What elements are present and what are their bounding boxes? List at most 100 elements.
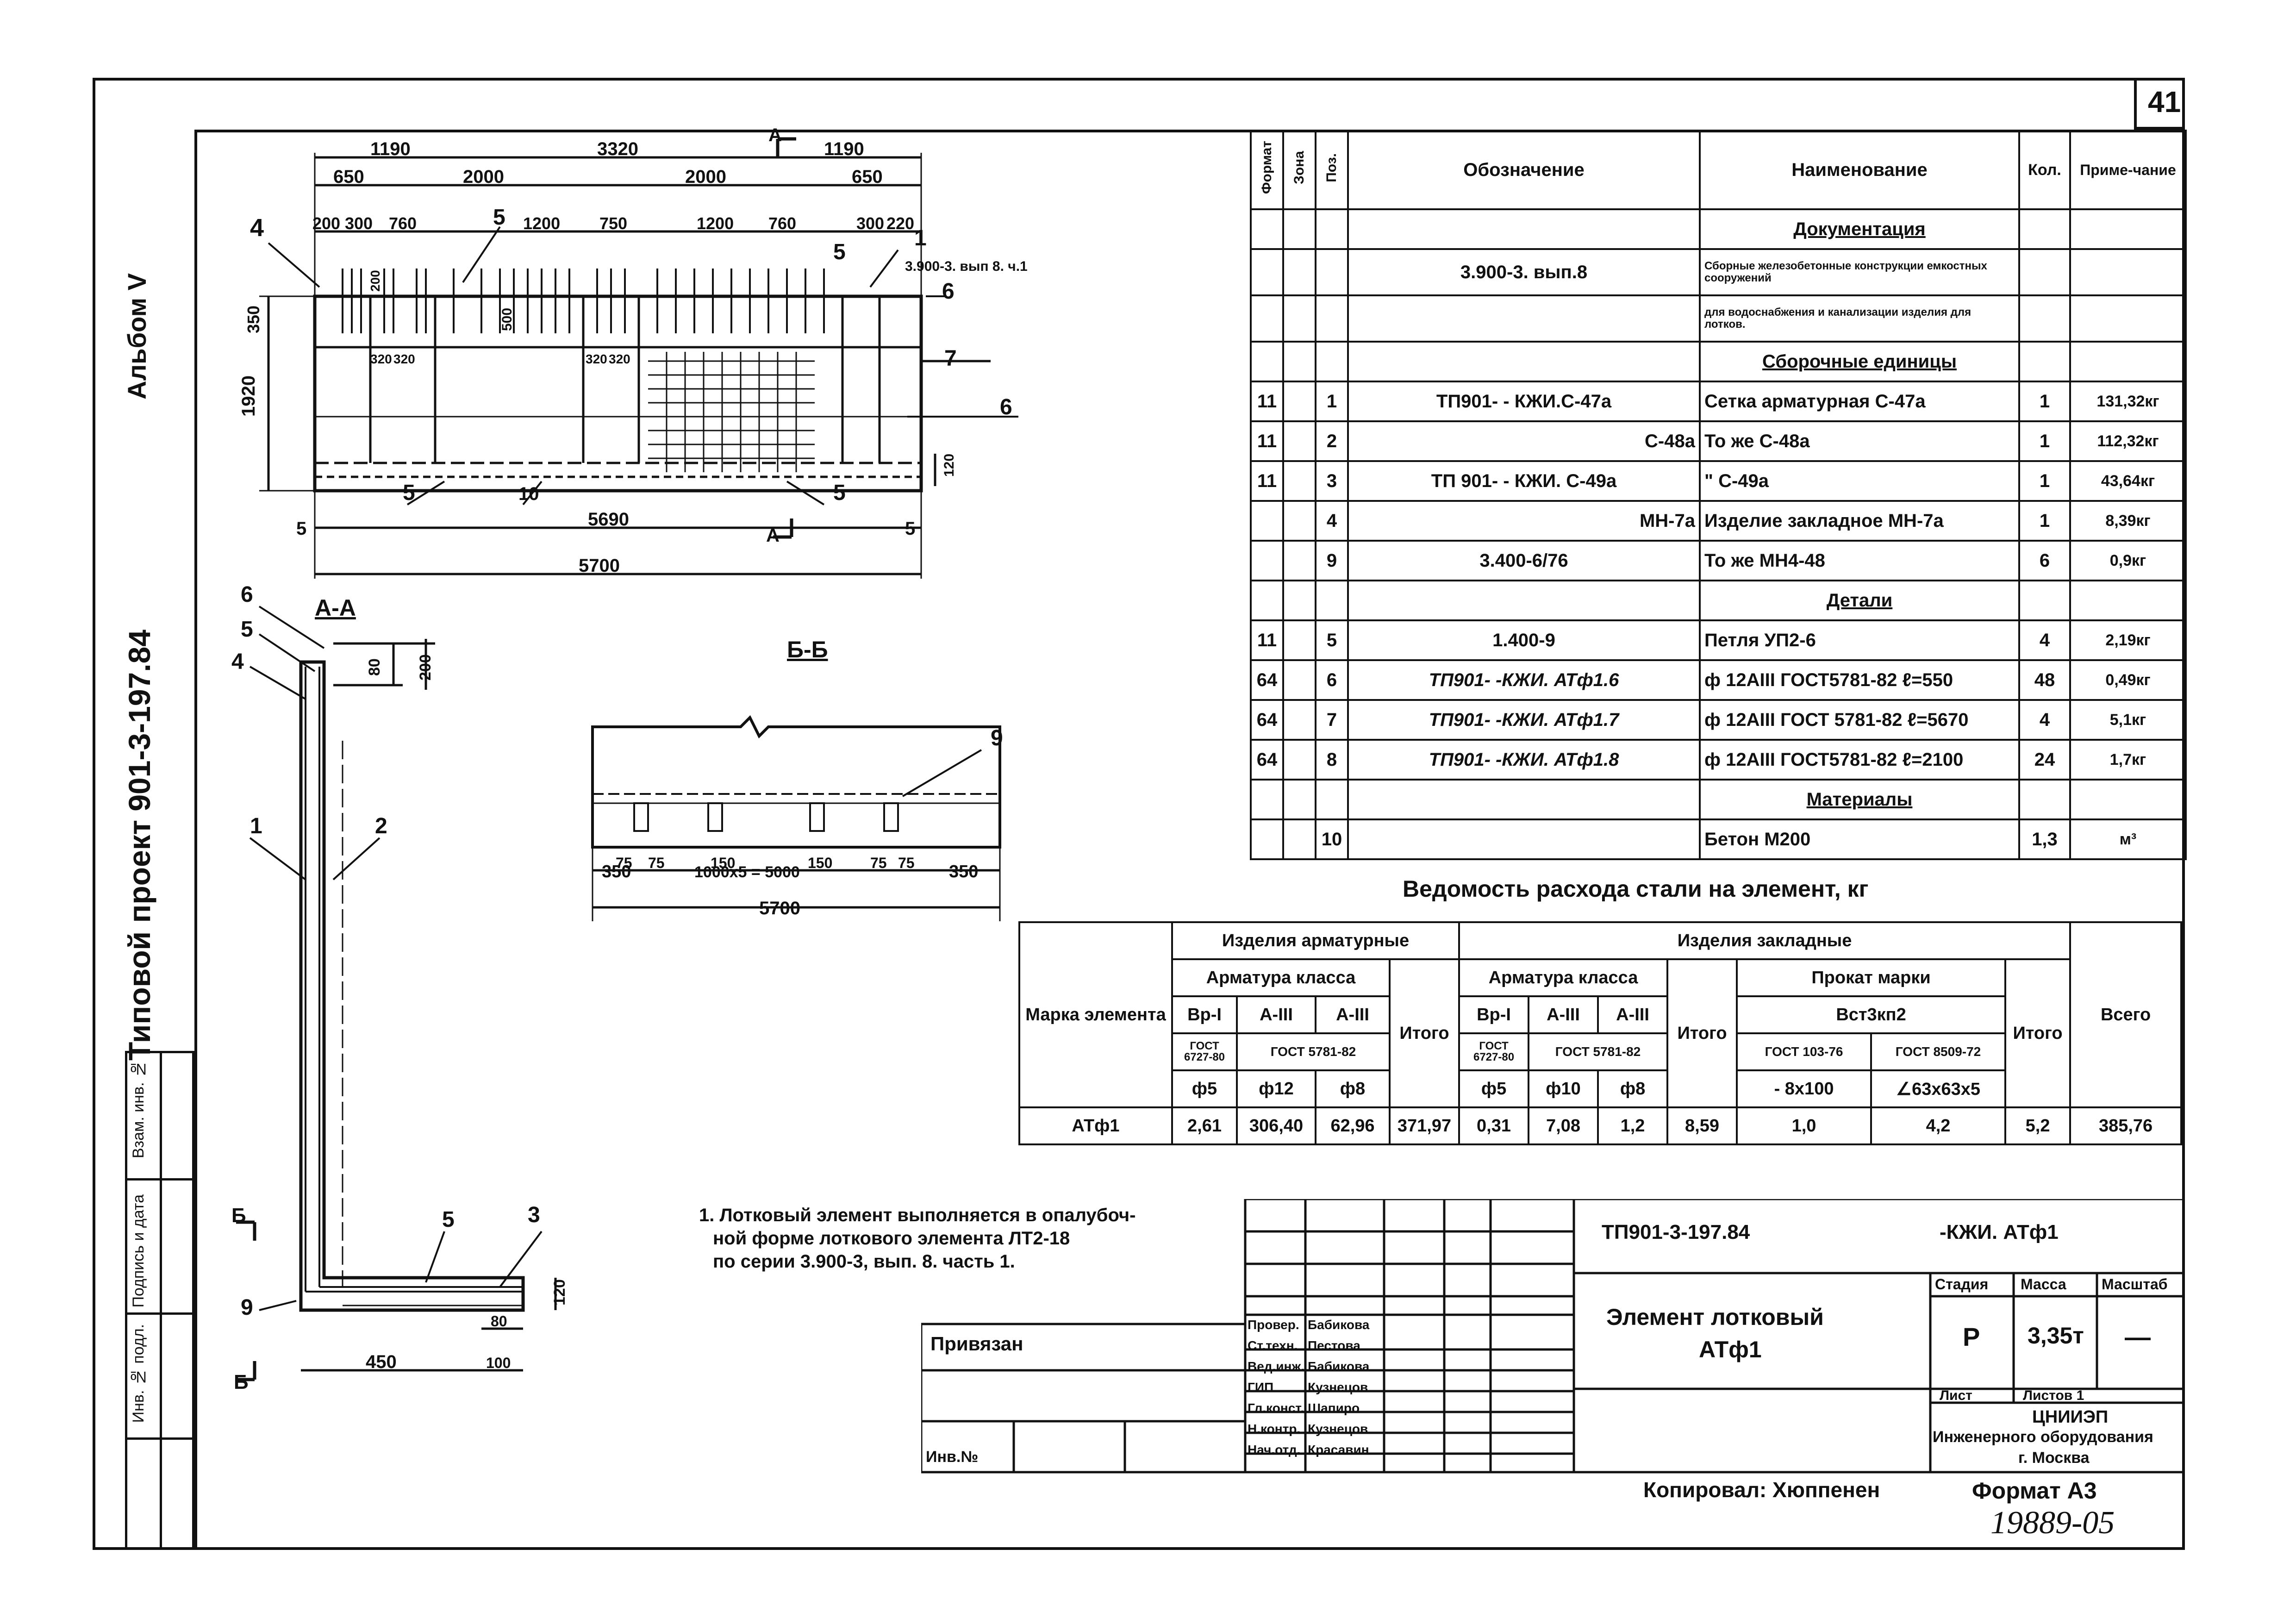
- spec-cell-format: [1250, 208, 1284, 250]
- spec-cell-note: 5,1кг: [2069, 699, 2187, 741]
- dim-1190-left: 1190: [370, 139, 411, 159]
- spec-cell-name: То же МН4-48: [1699, 540, 2020, 581]
- aa-callout-6: 6: [241, 582, 253, 607]
- spec-cell-qty: [2018, 779, 2071, 820]
- tb-role: Ст.техн.: [1248, 1338, 1298, 1353]
- spec-cell-designation: ТП901- -КЖИ. АТф1.6: [1347, 659, 1701, 701]
- spec-cell-name: Сборочные единицы: [1699, 341, 2020, 382]
- callout-5b: 5: [833, 240, 846, 264]
- callout-1: 1: [914, 226, 927, 250]
- spec-cell-qty: 1: [2018, 460, 2071, 502]
- tb-role-row: Нач.отд.Красавин: [1248, 1440, 1488, 1461]
- spec-cell-pos: 10: [1315, 818, 1349, 860]
- aa-dim-200: 200: [417, 654, 434, 681]
- spec-cell-pos: 3: [1315, 460, 1349, 502]
- bb-dim-350-left: 350: [602, 862, 631, 881]
- spec-cell-qty: 4: [2018, 699, 2071, 741]
- spec-cell-designation: ТП 901- - КЖИ. С-49а: [1347, 460, 1701, 502]
- spec-cell-format: 64: [1250, 659, 1284, 701]
- spec-cell-name: Детали: [1699, 580, 2020, 621]
- spec-cell-designation: МН-7а: [1347, 500, 1701, 542]
- aa-dim-120: 120: [551, 1279, 568, 1305]
- steel-g6: ГОСТ 8509-72: [1870, 1032, 2007, 1071]
- spec-cell-pos: 9: [1315, 540, 1349, 581]
- spec-cell-note: 8,39кг: [2069, 500, 2187, 542]
- steel-total-3-header: Итого: [2004, 958, 2071, 1108]
- spec-cell-zone: [1282, 500, 1316, 542]
- steel-grand-total-header: Всего: [2069, 921, 2183, 1108]
- spec-cell-pos: 5: [1315, 619, 1349, 661]
- spec-cell-zone: [1282, 540, 1316, 581]
- spec-cell-zone: [1282, 381, 1316, 422]
- tb-bound: Привязан: [930, 1333, 1023, 1355]
- steel-row-grand: 385,76: [2069, 1106, 2183, 1145]
- tb-role: ГИП: [1248, 1380, 1274, 1394]
- tb-role: Провер.: [1248, 1318, 1299, 1332]
- spec-cell-note: [2069, 294, 2187, 343]
- tb-scale-label: Масштаб: [2102, 1276, 2168, 1293]
- section-aa-title: А-А: [315, 595, 356, 621]
- spec-cell-name: ф 12АIII ГОСТ5781-82 ℓ=2100: [1699, 739, 2020, 781]
- dim-1190-right: 1190: [824, 139, 864, 159]
- spec-cell-format: [1250, 580, 1284, 621]
- spec-cell-zone: [1282, 619, 1316, 661]
- spec-header-row: Формат Зона Поз. Обозначение Наименовани…: [1250, 130, 2187, 210]
- spec-col-name: Наименование: [1699, 130, 2020, 210]
- dim-320-c: 320: [586, 352, 607, 366]
- spec-cell-qty: [2018, 341, 2071, 382]
- bb-dim-75c: 75: [870, 855, 887, 871]
- dim-300-right: 300: [856, 214, 884, 233]
- spec-cell-zone: [1282, 208, 1316, 250]
- aa-callout-4: 4: [231, 650, 244, 674]
- spec-col-zone: Зона: [1292, 151, 1307, 184]
- dim-650-right: 650: [852, 167, 883, 187]
- steel-embed-products: Изделия закладные: [1458, 921, 2071, 960]
- steel-row-mark: АТф1: [1018, 1106, 1173, 1145]
- steel-table: Марка элемента Изделия арматурные Издели…: [1018, 921, 2183, 1145]
- dim-200-vertical: 200: [368, 270, 382, 292]
- dim-760-right: 760: [768, 214, 796, 233]
- callout-5c: 5: [403, 481, 415, 505]
- spec-col-note: Приме-чание: [2069, 130, 2187, 210]
- spec-cell-name: Сетка арматурная С-47а: [1699, 381, 2020, 422]
- callout-7: 7: [944, 346, 957, 371]
- spec-cell-note: 0,9кг: [2069, 540, 2187, 581]
- spec-cell-qty: [2018, 294, 2071, 343]
- dim-2000-left: 2000: [463, 167, 504, 187]
- section-bb-outline: [591, 715, 1001, 849]
- spec-cell-designation: [1347, 341, 1701, 382]
- steel-row-v5: 7,08: [1528, 1106, 1599, 1145]
- tb-mass: 3,35т: [2028, 1323, 2084, 1349]
- tb-role: Гл.конст.: [1248, 1401, 1304, 1415]
- spec-cell-designation: [1347, 580, 1701, 621]
- dim-320-b: 320: [393, 352, 415, 366]
- spec-cell-note: [2069, 580, 2187, 621]
- steel-row-v4: 0,31: [1458, 1106, 1530, 1145]
- cut-b-top: Б: [231, 1204, 246, 1227]
- spec-cell-qty: 24: [2018, 739, 2071, 781]
- aa-dim-100: 100: [486, 1355, 511, 1371]
- aa-dim-450: 450: [366, 1352, 397, 1372]
- steel-mark-header: Марка элемента: [1018, 921, 1173, 1108]
- spec-cell-format: [1250, 341, 1284, 382]
- spec-cell-pos: 8: [1315, 739, 1349, 781]
- dim-5690: 5690: [588, 509, 629, 530]
- bb-callout-9: 9: [991, 726, 1003, 750]
- sheet-number-box: [2134, 78, 2185, 130]
- tb-element-name-1: Элемент лотковый: [1606, 1304, 1824, 1330]
- dim-650-left: 650: [333, 167, 364, 187]
- steel-row-v3: 62,96: [1315, 1106, 1391, 1145]
- dim-5700: 5700: [579, 556, 620, 576]
- dim-750: 750: [599, 214, 627, 233]
- tb-org-1: ЦНИИЭП: [2032, 1407, 2109, 1427]
- spec-cell-pos: 4: [1315, 500, 1349, 542]
- spec-cell-name: Петля УП2-6: [1699, 619, 2020, 661]
- spec-cell-format: [1250, 500, 1284, 542]
- steel-d5: ф10: [1528, 1069, 1599, 1108]
- aa-callout-5: 5: [241, 617, 253, 642]
